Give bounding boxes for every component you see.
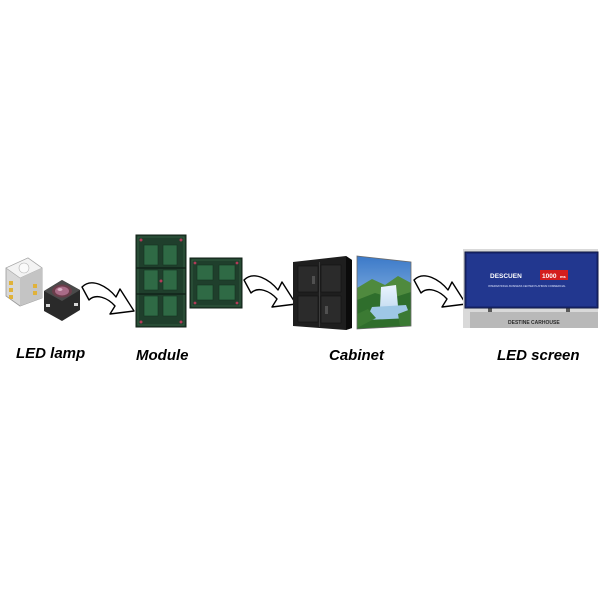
billboard-subtitle: INTERNATIONAL BUSINESS CENTER PLATINUM C… xyxy=(488,284,566,288)
led-chip-left xyxy=(5,257,43,307)
cabinet-image xyxy=(293,255,412,330)
cabinet-front xyxy=(356,255,412,330)
module-image xyxy=(135,234,243,328)
stage-label-cabinet: Cabinet xyxy=(329,347,385,364)
module-tall xyxy=(135,234,187,328)
billboard-brand-number: 1000 xyxy=(542,273,557,280)
flow-arrow-3 xyxy=(413,275,467,308)
module-square xyxy=(189,257,243,309)
billboard-brand-left: DESCUEN xyxy=(490,273,522,280)
stage-label-led-screen: LED screen xyxy=(497,347,580,364)
flow-arrow-1 xyxy=(81,282,135,315)
stage-label-led-lamp: LED lamp xyxy=(16,345,86,362)
billboard-bottom-sign: DESTINE CARHOUSE xyxy=(508,320,560,326)
billboard-brand-suffix: ms xyxy=(560,274,567,279)
stage-label-module: Module xyxy=(136,347,189,364)
flow-arrow-2 xyxy=(243,275,297,308)
led-lamp-image xyxy=(5,257,80,321)
led-screen-image: DESCUEN 1000 ms INTERNATIONAL BUSINESS C… xyxy=(463,249,599,328)
led-chip-right xyxy=(44,280,80,321)
cabinet-back xyxy=(293,256,352,330)
